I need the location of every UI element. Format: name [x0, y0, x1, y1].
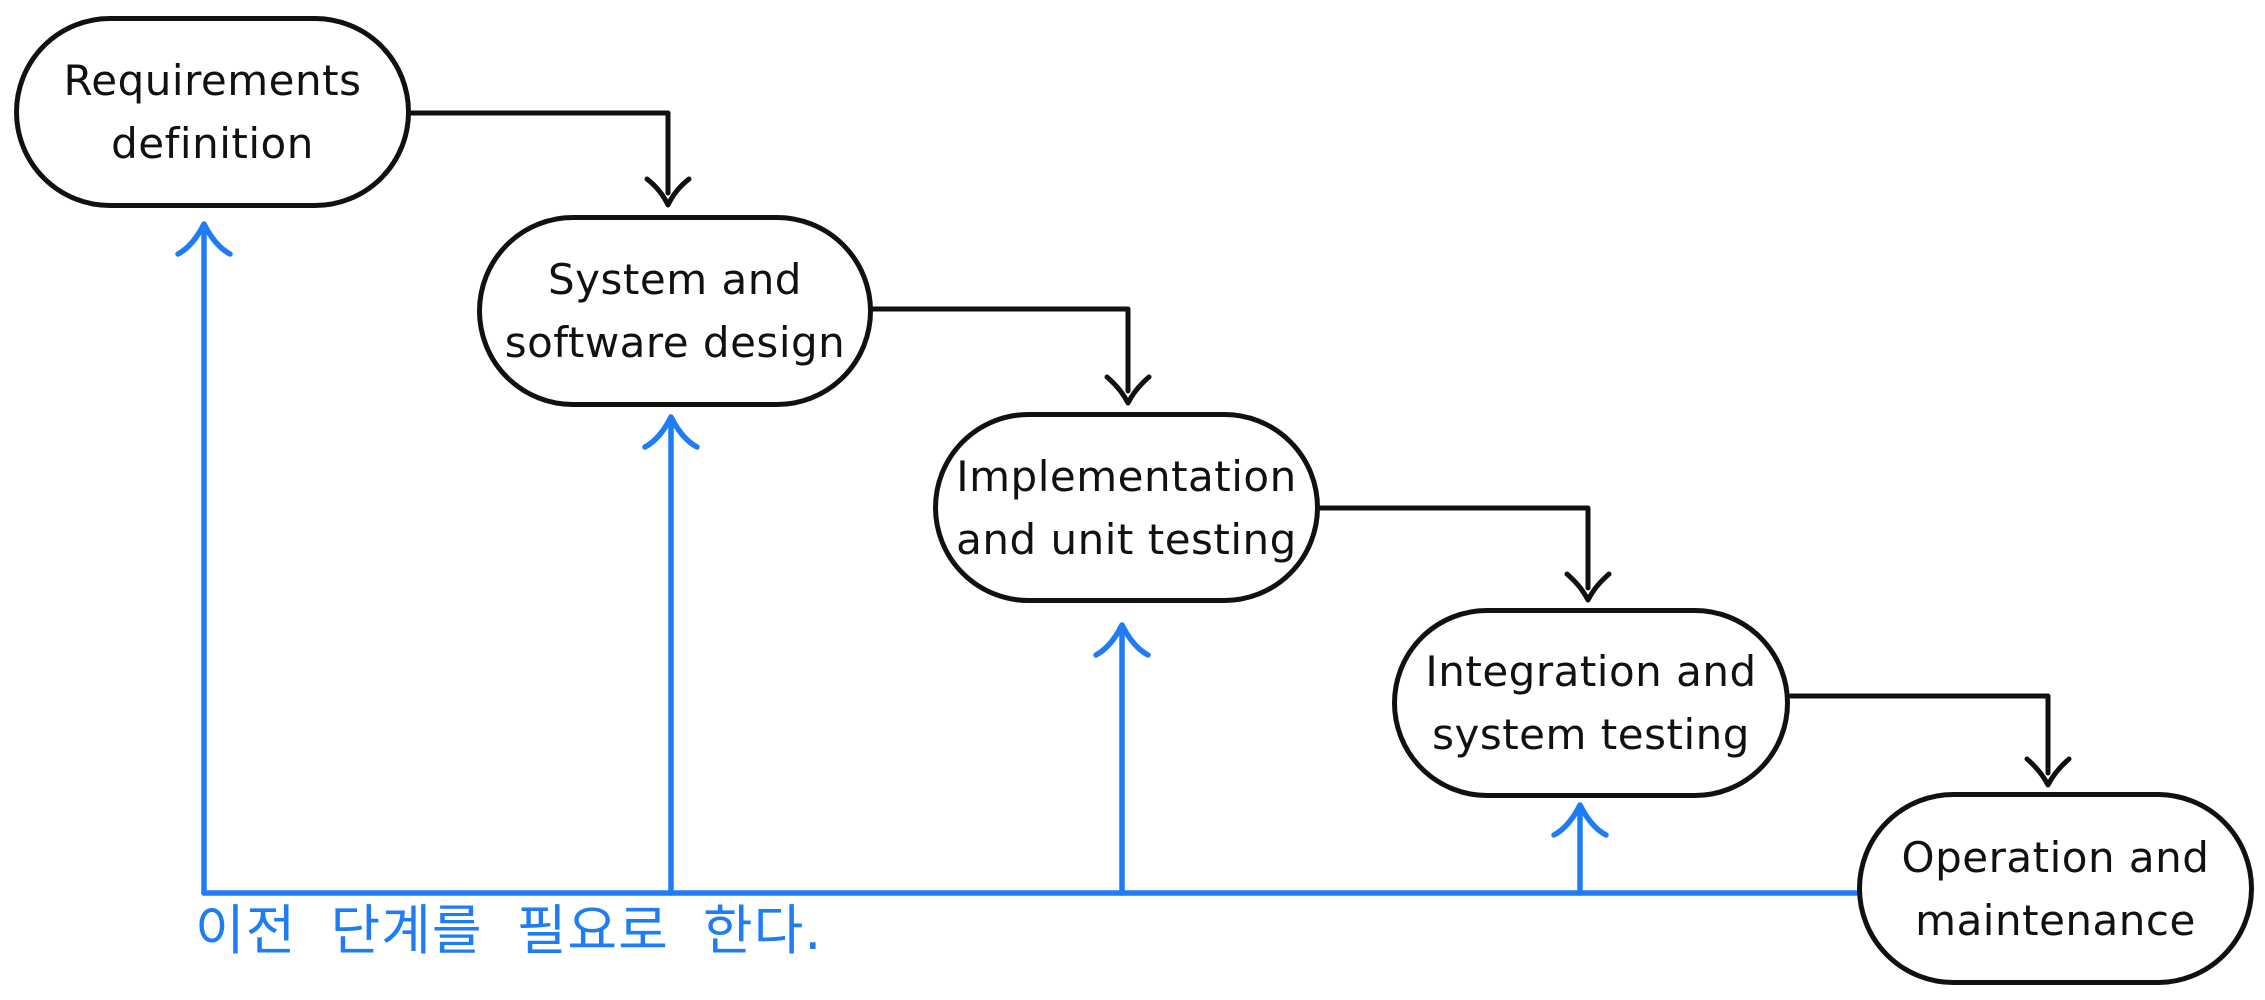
node-requirements-definition: Requirements definition	[14, 16, 411, 208]
node-label: System and software design	[504, 255, 846, 367]
flow-arrowhead-1-icon	[644, 176, 692, 208]
flow-arrowhead-2-icon	[1104, 374, 1152, 406]
node-system-and-software-design: System and software design	[477, 215, 873, 407]
node-label: Implementation and unit testing	[956, 451, 1297, 564]
node-integration-and-system-testing: Integration and system testing	[1392, 608, 1790, 798]
feedback-arrowhead-integration-icon	[1551, 802, 1609, 838]
flow-elbow-3	[1316, 505, 1591, 591]
flow-arrow-design-to-implementation	[870, 306, 1152, 406]
feedback-annotation-korean: 이전 단계를 필요로 한다.	[195, 899, 823, 962]
flow-arrow-integration-to-operation	[1788, 693, 2072, 788]
node-operation-and-maintenance: Operation and maintenance	[1857, 792, 2254, 985]
flow-arrowhead-4-icon	[2024, 756, 2072, 788]
feedback-arrowhead-design-icon	[642, 414, 700, 450]
feedback-arrowhead-implementation-icon	[1093, 622, 1151, 658]
node-implementation-and-unit-testing: Implementation and unit testing	[933, 412, 1320, 603]
flow-elbow-1	[408, 110, 671, 196]
node-label: Operation and maintenance	[1901, 832, 2210, 945]
node-label: Requirements definition	[63, 56, 362, 168]
flow-elbow-2	[870, 306, 1131, 394]
node-label: Integration and system testing	[1425, 647, 1757, 759]
flow-elbow-4	[1788, 693, 2051, 776]
feedback-arrowhead-requirements-icon	[175, 221, 233, 257]
flow-arrowhead-3-icon	[1564, 571, 1612, 603]
flow-arrow-requirements-to-design	[408, 110, 692, 208]
flow-arrow-implementation-to-integration	[1316, 505, 1612, 603]
